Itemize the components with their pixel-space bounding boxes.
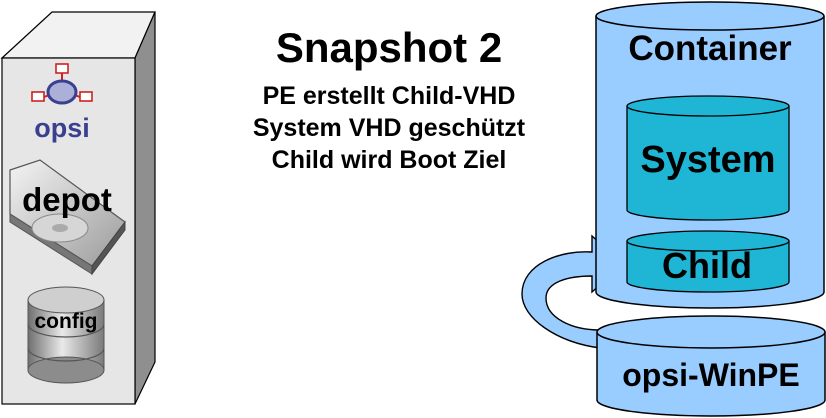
database-icon xyxy=(27,286,105,384)
server-side-face xyxy=(134,11,156,405)
opsi-logo-text: opsi xyxy=(34,113,90,143)
container-label: Container xyxy=(628,29,792,68)
step-line-1: PE erstellt Child-VHD xyxy=(263,82,516,110)
depot-label: depot xyxy=(22,181,112,218)
diagram-title: Snapshot 2 xyxy=(276,24,502,71)
system-label: System xyxy=(640,139,775,181)
system-cylinder xyxy=(626,95,790,221)
child-label: Child xyxy=(662,245,752,286)
child-cylinder xyxy=(626,230,790,293)
opsi-logo: opsi xyxy=(31,63,93,143)
winpe-label: opsi-WinPE xyxy=(622,357,799,393)
network-icon xyxy=(31,63,93,105)
winpe-cylinder xyxy=(596,315,826,417)
server-top-face xyxy=(0,11,156,59)
step-line-2: System VHD geschützt xyxy=(253,114,526,142)
step-line-3: Child wird Boot Ziel xyxy=(272,146,507,174)
hard-disk-icon xyxy=(9,159,126,276)
config-label: config xyxy=(35,310,98,333)
